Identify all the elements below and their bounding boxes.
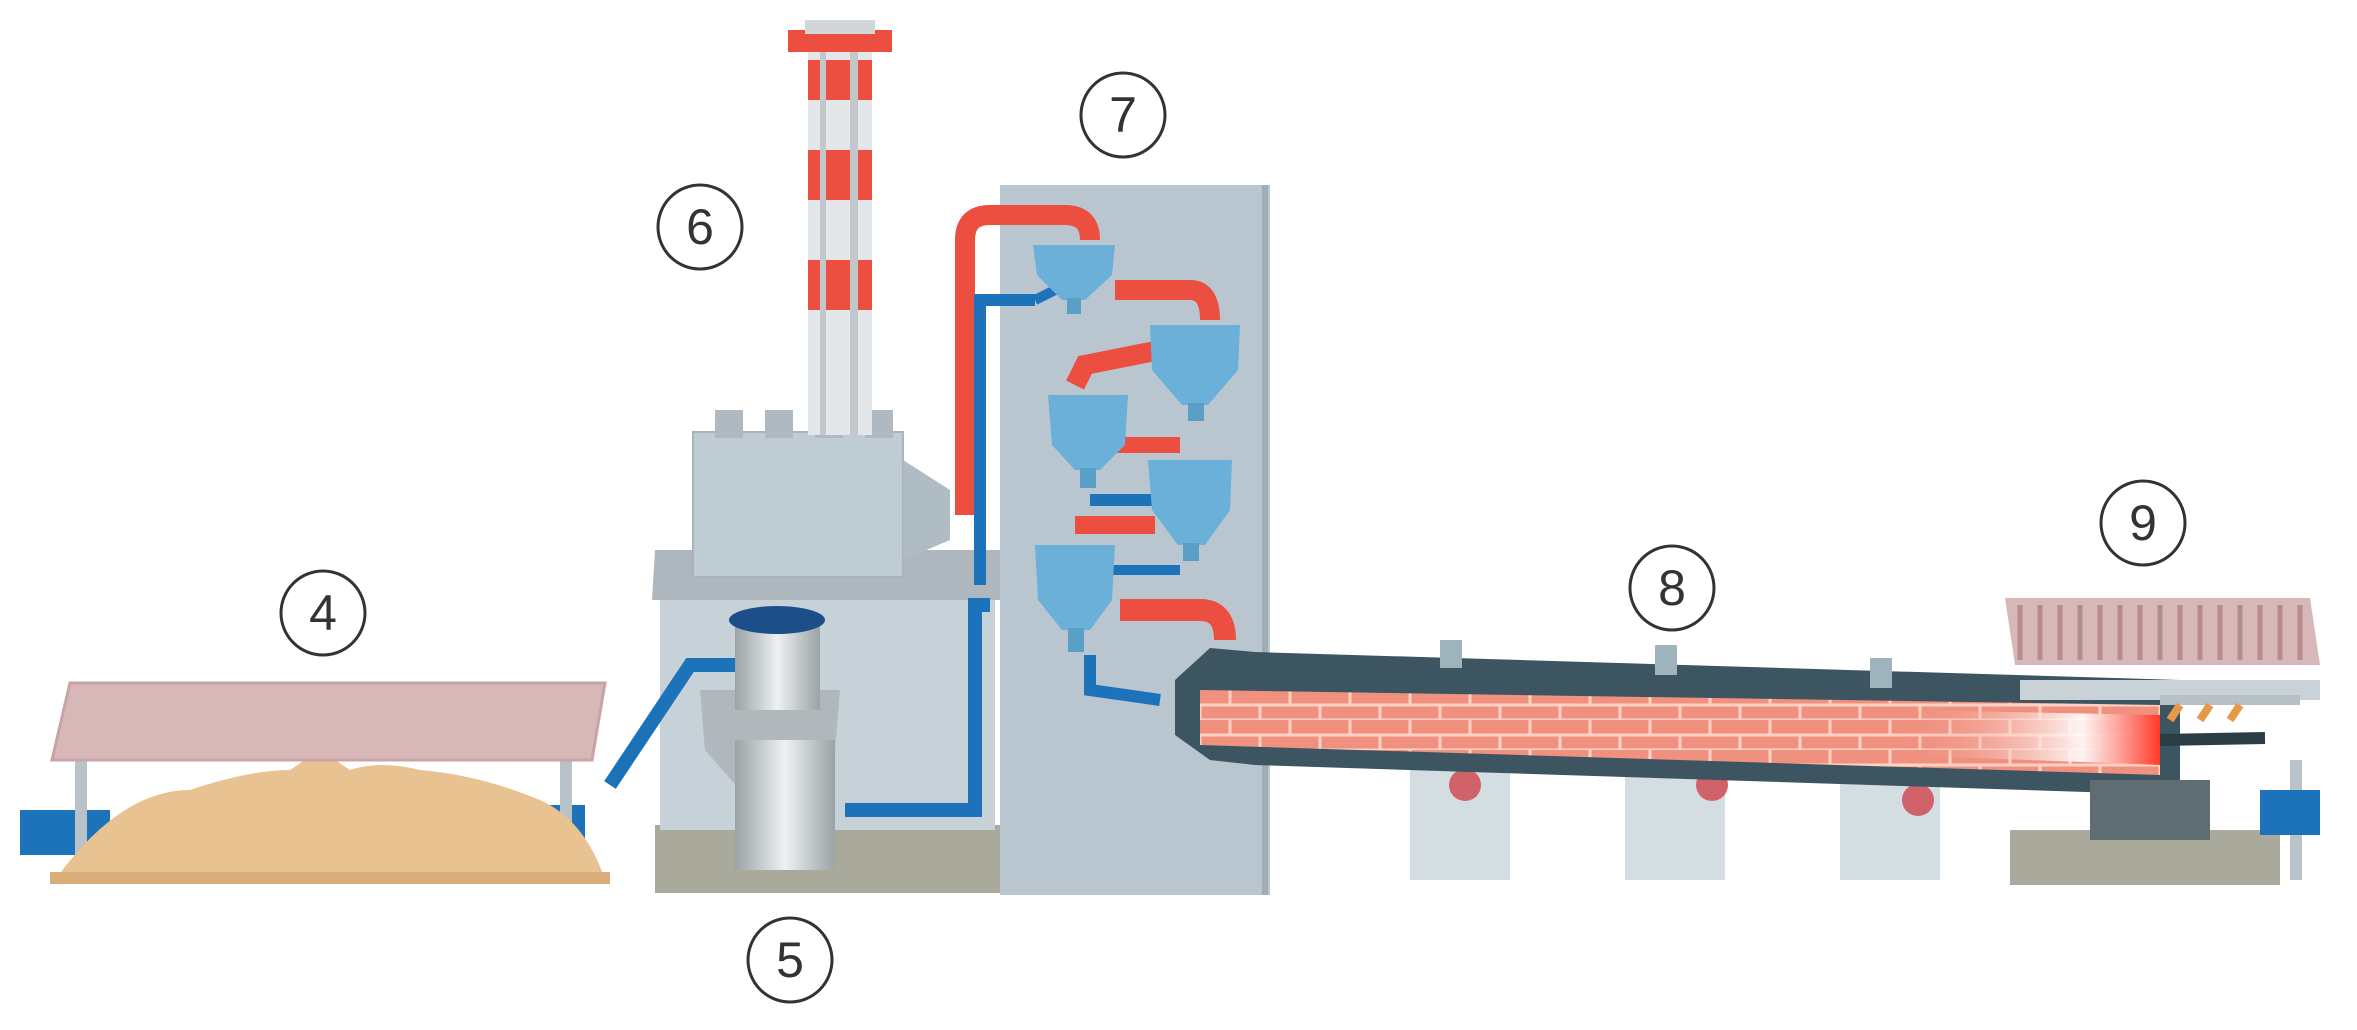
- preheater-frame: [1000, 185, 1270, 895]
- label-4: 4: [279, 569, 367, 657]
- cyclone-icon: [1150, 325, 1240, 421]
- vertical-mill-icon: [604, 598, 990, 870]
- svg-text:7: 7: [1109, 87, 1137, 143]
- svg-text:6: 6: [686, 199, 714, 255]
- label-9: 9: [2099, 479, 2187, 567]
- label-5: 5: [746, 916, 834, 1004]
- raw-material-pile: [55, 750, 605, 880]
- cyclone-icon: [1048, 395, 1128, 488]
- label-8: 8: [1628, 544, 1716, 632]
- raw-material-storage: [20, 681, 610, 884]
- cyclone-icon: [1148, 460, 1232, 561]
- svg-text:5: 5: [776, 932, 804, 988]
- svg-text:8: 8: [1658, 560, 1686, 616]
- filter-housing: [692, 431, 904, 578]
- label-7: 7: [1079, 71, 1167, 159]
- clinker-cooler: [2005, 598, 2320, 885]
- label-6: 6: [656, 183, 744, 271]
- svg-text:9: 9: [2129, 495, 2157, 551]
- striped-chimney-icon: [788, 20, 892, 435]
- cyclone-icon: [1035, 545, 1115, 652]
- storage-roof: [50, 681, 607, 762]
- stack-and-filter: [692, 20, 950, 578]
- svg-text:4: 4: [309, 585, 337, 641]
- cyclone-icon: [1033, 245, 1115, 314]
- preheater-tower: [955, 185, 1270, 895]
- rotary-kiln-icon: [1175, 640, 2266, 880]
